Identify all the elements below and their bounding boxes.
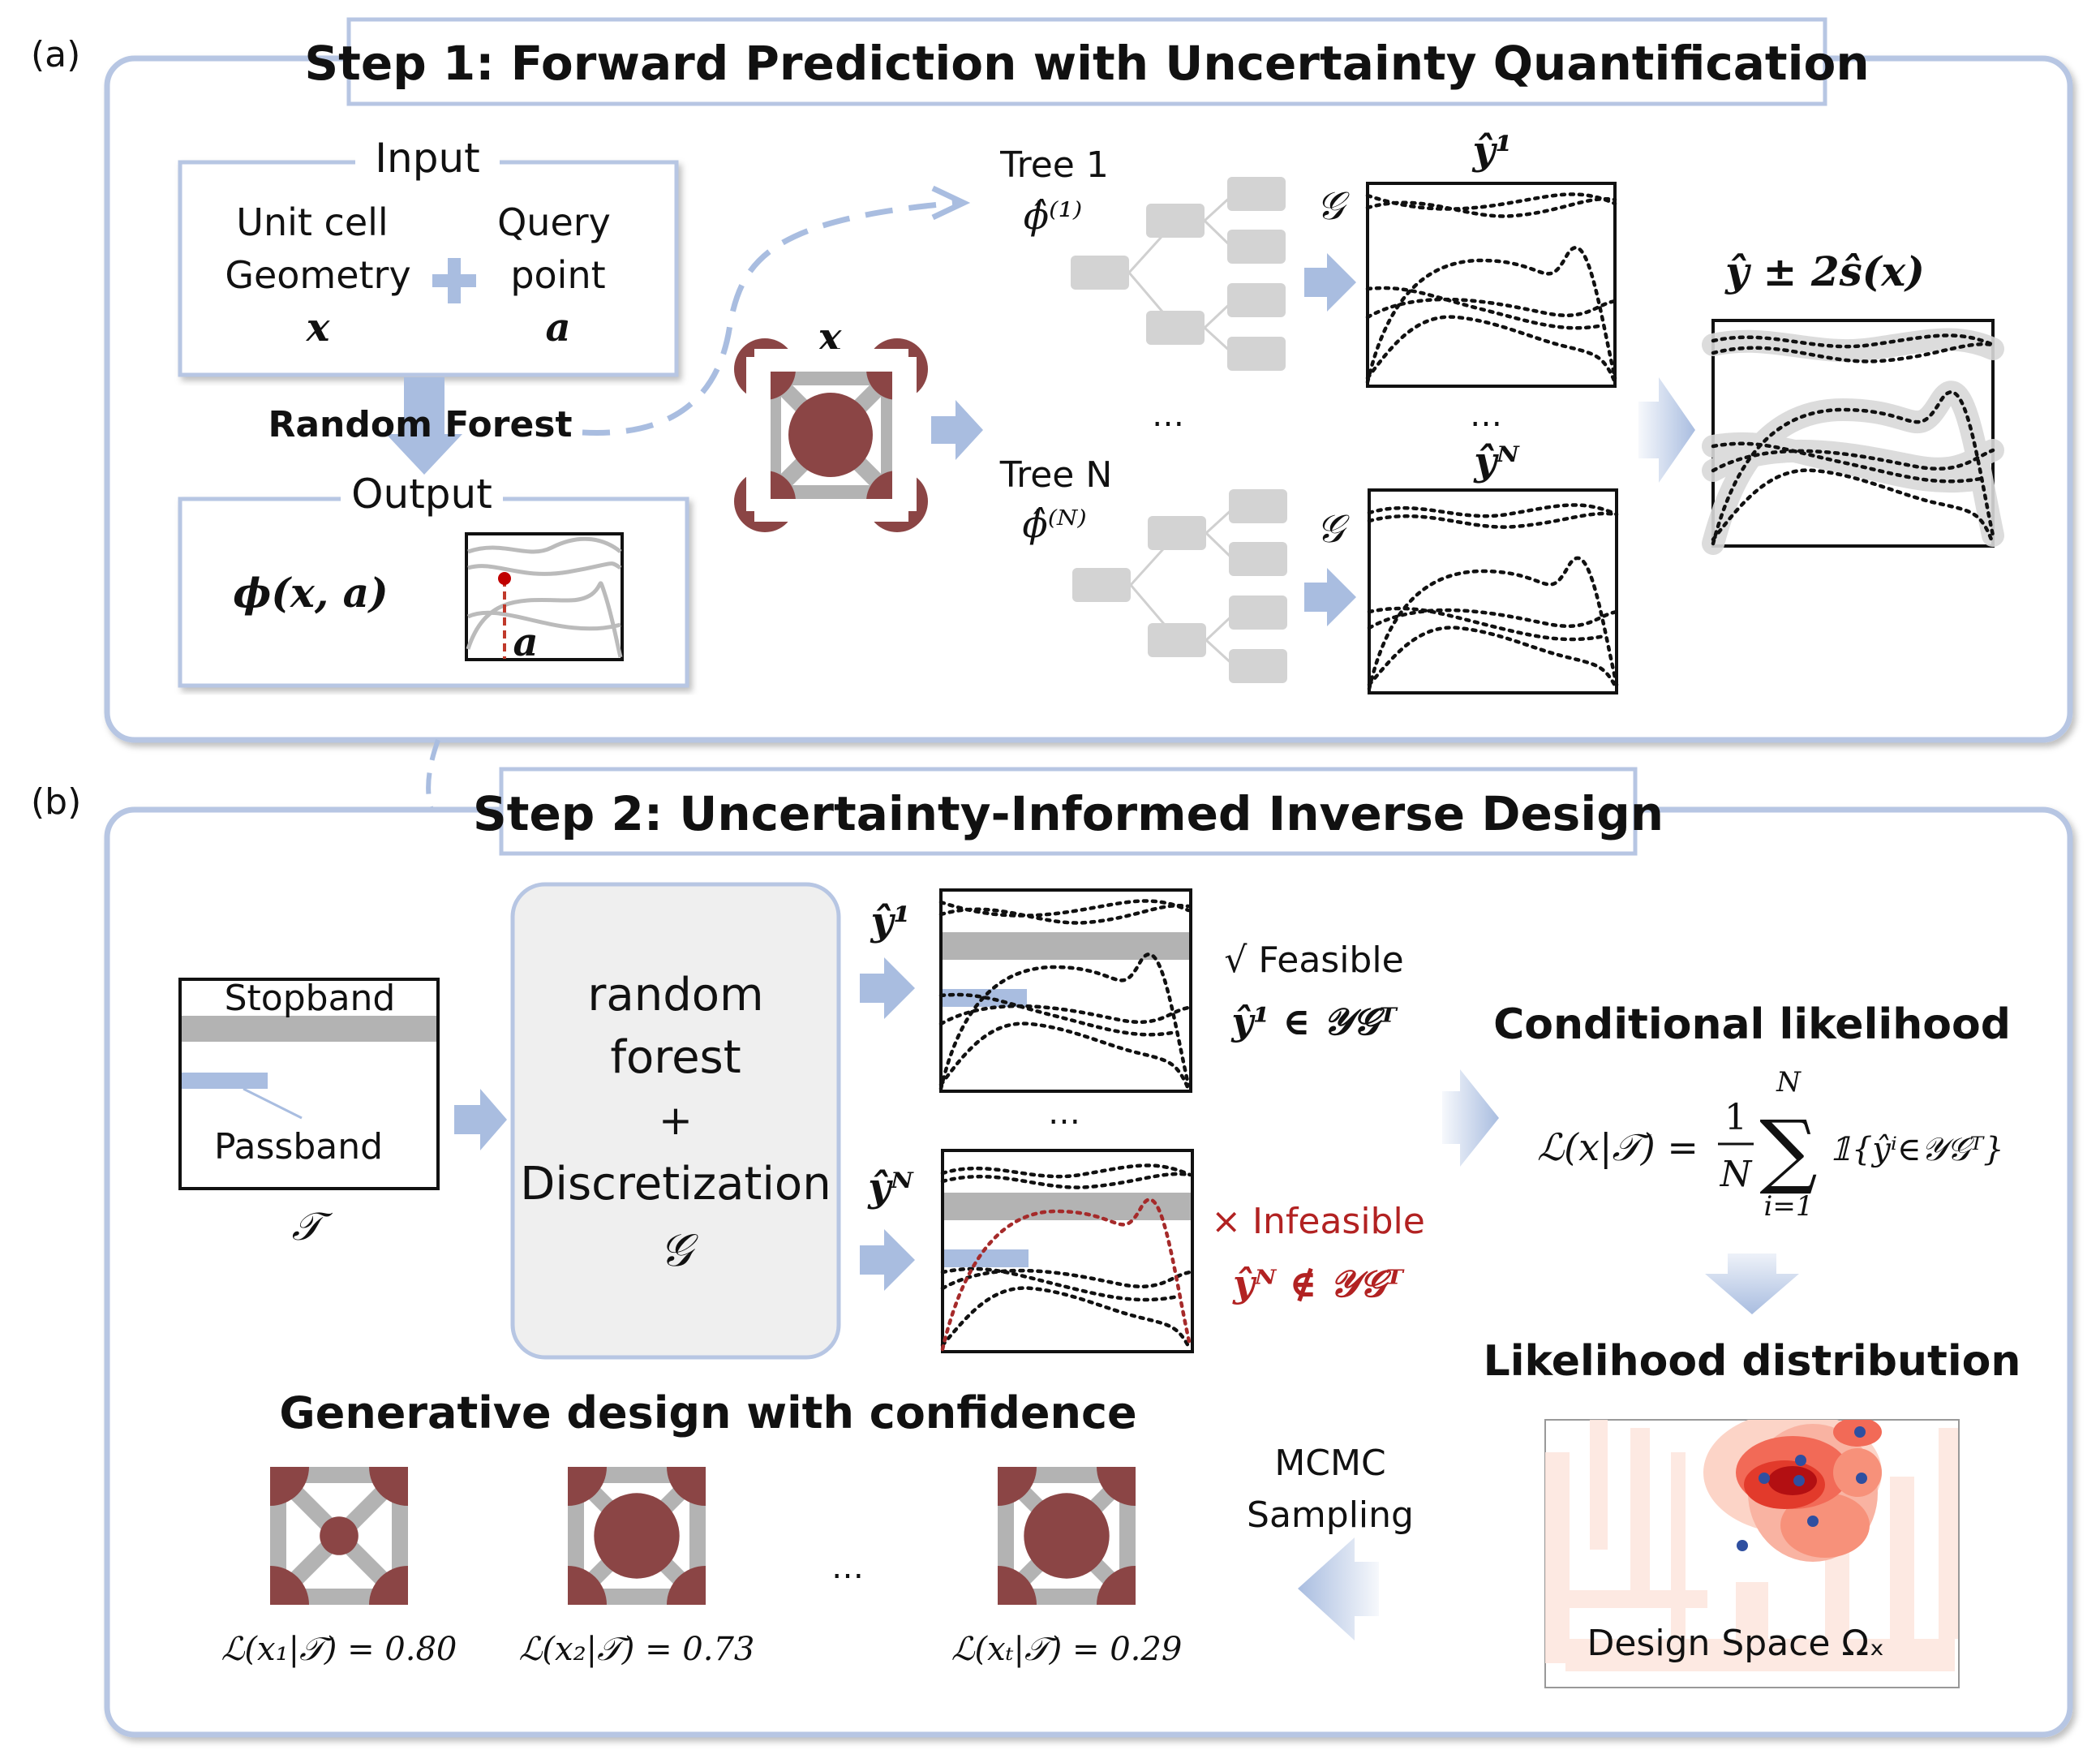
g-symbol-tree1: 𝒢 <box>1316 183 1350 229</box>
passband-bar <box>182 1073 268 1089</box>
mcmc-line1: MCMC <box>1274 1443 1385 1484</box>
panel-a-tag: (a) <box>31 34 80 75</box>
yhat-ci-label: ŷ ± 2ŝ(x) <box>1724 247 1925 295</box>
design-likelihood-label: ℒ(xₜ|𝒯) = 0.29 <box>951 1631 1183 1668</box>
cond-formula-lhs: ℒ(x|𝒯) = <box>1537 1125 1698 1169</box>
cond-formula-sum-top: N <box>1776 1066 1802 1099</box>
sum-symbol: ∑ <box>1759 1103 1817 1198</box>
target-to-rf-arrow <box>454 1089 507 1150</box>
design-sample-3: ℒ(xₜ|𝒯) = 0.29 <box>951 1467 1183 1668</box>
treeN-to-plot-arrow <box>1304 568 1356 626</box>
rf-label: Random Forest <box>268 404 572 445</box>
rf-box-line4: Discretization <box>520 1158 831 1210</box>
infeasible-expr: ŷᴺ ∉ 𝒴𝒢ᵀ <box>1232 1262 1405 1305</box>
rf-box-line3: + <box>659 1097 693 1144</box>
input-right-var: a <box>545 305 570 350</box>
b-yhatN-label: ŷᴺ <box>867 1165 914 1210</box>
output-func: ϕ(x, a) <box>233 569 388 617</box>
feasibility-to-likelihood-arrow <box>1442 1069 1499 1167</box>
query-point-dot <box>498 572 511 585</box>
panel-b-title-box <box>499 767 1638 856</box>
input-left-line2: Geometry <box>225 253 410 297</box>
geometry-to-trees-arrow <box>931 400 983 460</box>
output-box <box>178 497 689 688</box>
panel-a: (a) Step 1: Forward Prediction with Unce… <box>31 17 2073 743</box>
cond-formula-indicator: 𝟙{ŷⁱ∈𝒴𝒢ᵀ} <box>1829 1131 2004 1168</box>
cond-likelihood-formula: ℒ(x|𝒯) = 1 N N ∑ i=1 𝟙{ŷⁱ∈𝒴𝒢ᵀ} <box>1537 1066 2004 1223</box>
plots-middle-dots: … <box>1470 397 1502 434</box>
infeasible-label: × Infeasible <box>1211 1201 1425 1242</box>
rf-box-line1: random <box>587 969 763 1021</box>
treeN-model: ϕ̂⁽ᴺ⁾ <box>1022 502 1086 546</box>
yhat1-label: ŷ¹ <box>1472 128 1513 174</box>
input-right-line2: point <box>510 253 605 297</box>
g-symbol-treeN: 𝒢 <box>1316 506 1350 552</box>
cond-formula-num: 1 <box>1724 1097 1747 1138</box>
panel-a-title-box <box>346 17 1827 106</box>
mcmc-line2: Sampling <box>1247 1494 1414 1536</box>
rf-down-arrow <box>386 377 462 475</box>
design-samples: ℒ(x₁|𝒯) = 0.80 ℒ(x₂|𝒯) = 0.73 ℒ(xₜ|𝒯) = 0.… <box>221 1467 1183 1668</box>
panel-b-title: Step 2: Uncertainty-Informed Inverse Des… <box>473 786 1664 841</box>
tree1-model: ϕ̂⁽¹⁾ <box>1024 194 1082 238</box>
tree1-label: Tree 1 <box>999 144 1109 186</box>
design-likelihood-label: ℒ(x₂|𝒯) = 0.73 <box>519 1631 755 1668</box>
b-yhatN-plot <box>940 1149 1194 1353</box>
passband-label: Passband <box>214 1126 383 1167</box>
design-likelihood-label: ℒ(x₁|𝒯) = 0.80 <box>221 1631 457 1668</box>
mcmc-arrow <box>1298 1537 1379 1640</box>
yhatN-label: ŷᴺ <box>1473 439 1520 484</box>
likelihood-down-arrow <box>1705 1253 1799 1314</box>
rf-discretization-box <box>510 882 841 1360</box>
output-label: Output <box>351 471 492 518</box>
panel-a-title: Step 1: Forward Prediction with Uncertai… <box>304 36 1869 91</box>
design-sample-1: ℒ(x₁|𝒯) = 0.80 <box>221 1467 457 1668</box>
output-plot-var: a <box>513 620 538 665</box>
generative-title: Generative design with confidence <box>279 1387 1136 1438</box>
likelihood-dist-title: Likelihood distribution <box>1484 1337 2021 1386</box>
feasible-expr: ŷ¹ ∈ 𝒴𝒢ᵀ <box>1230 1000 1398 1043</box>
tree1-diagram <box>1071 177 1286 371</box>
input-left-line1: Unit cell <box>236 200 388 244</box>
design-dots: … <box>831 1549 864 1586</box>
yhatN-plot <box>1367 488 1619 694</box>
stopband-label: Stopband <box>225 978 396 1019</box>
rf-to-yhatN-arrow <box>860 1229 915 1291</box>
trees-middle-dots: … <box>1152 397 1184 434</box>
input-left-var: x <box>306 305 331 350</box>
tree1-to-plot-arrow <box>1304 253 1356 312</box>
rf-to-tree-dashed-arrow <box>582 200 958 436</box>
input-right-line1: Query <box>497 200 611 244</box>
design-sample-2: ℒ(x₂|𝒯) = 0.73 <box>519 1467 755 1668</box>
plots-to-ci-arrow <box>1638 377 1695 483</box>
yhat1-plot <box>1365 182 1617 388</box>
output-mini-plot <box>465 532 624 661</box>
ci-plot <box>1702 319 2004 555</box>
cond-likelihood-title: Conditional likelihood <box>1493 1000 2011 1049</box>
rf-box-line2: forest <box>610 1031 741 1084</box>
input-label: Input <box>375 135 479 182</box>
treeN-label: Tree N <box>999 454 1113 496</box>
cond-formula-sum-bottom: i=1 <box>1764 1190 1814 1223</box>
feasible-label: √ Feasible <box>1224 940 1403 981</box>
target-plot <box>178 978 440 1190</box>
stopband-bar <box>182 1016 436 1042</box>
plus-icon <box>432 258 476 303</box>
b-plots-dots: … <box>1048 1094 1080 1132</box>
b-yhat1-label: ŷ¹ <box>870 899 911 944</box>
treeN-diagram <box>1072 489 1287 683</box>
cond-formula-den: N <box>1720 1154 1753 1195</box>
rf-to-yhat1-arrow <box>860 957 915 1019</box>
panel-b: (b) Step 2: Uncertainty-Informed Inverse… <box>31 767 2073 1738</box>
design-space-label: Design Space Ωₓ <box>1587 1623 1884 1664</box>
panel-b-tag: (b) <box>31 781 81 823</box>
likelihood-heatmap <box>1544 1419 1960 1688</box>
b-yhat1-plot <box>938 888 1192 1093</box>
